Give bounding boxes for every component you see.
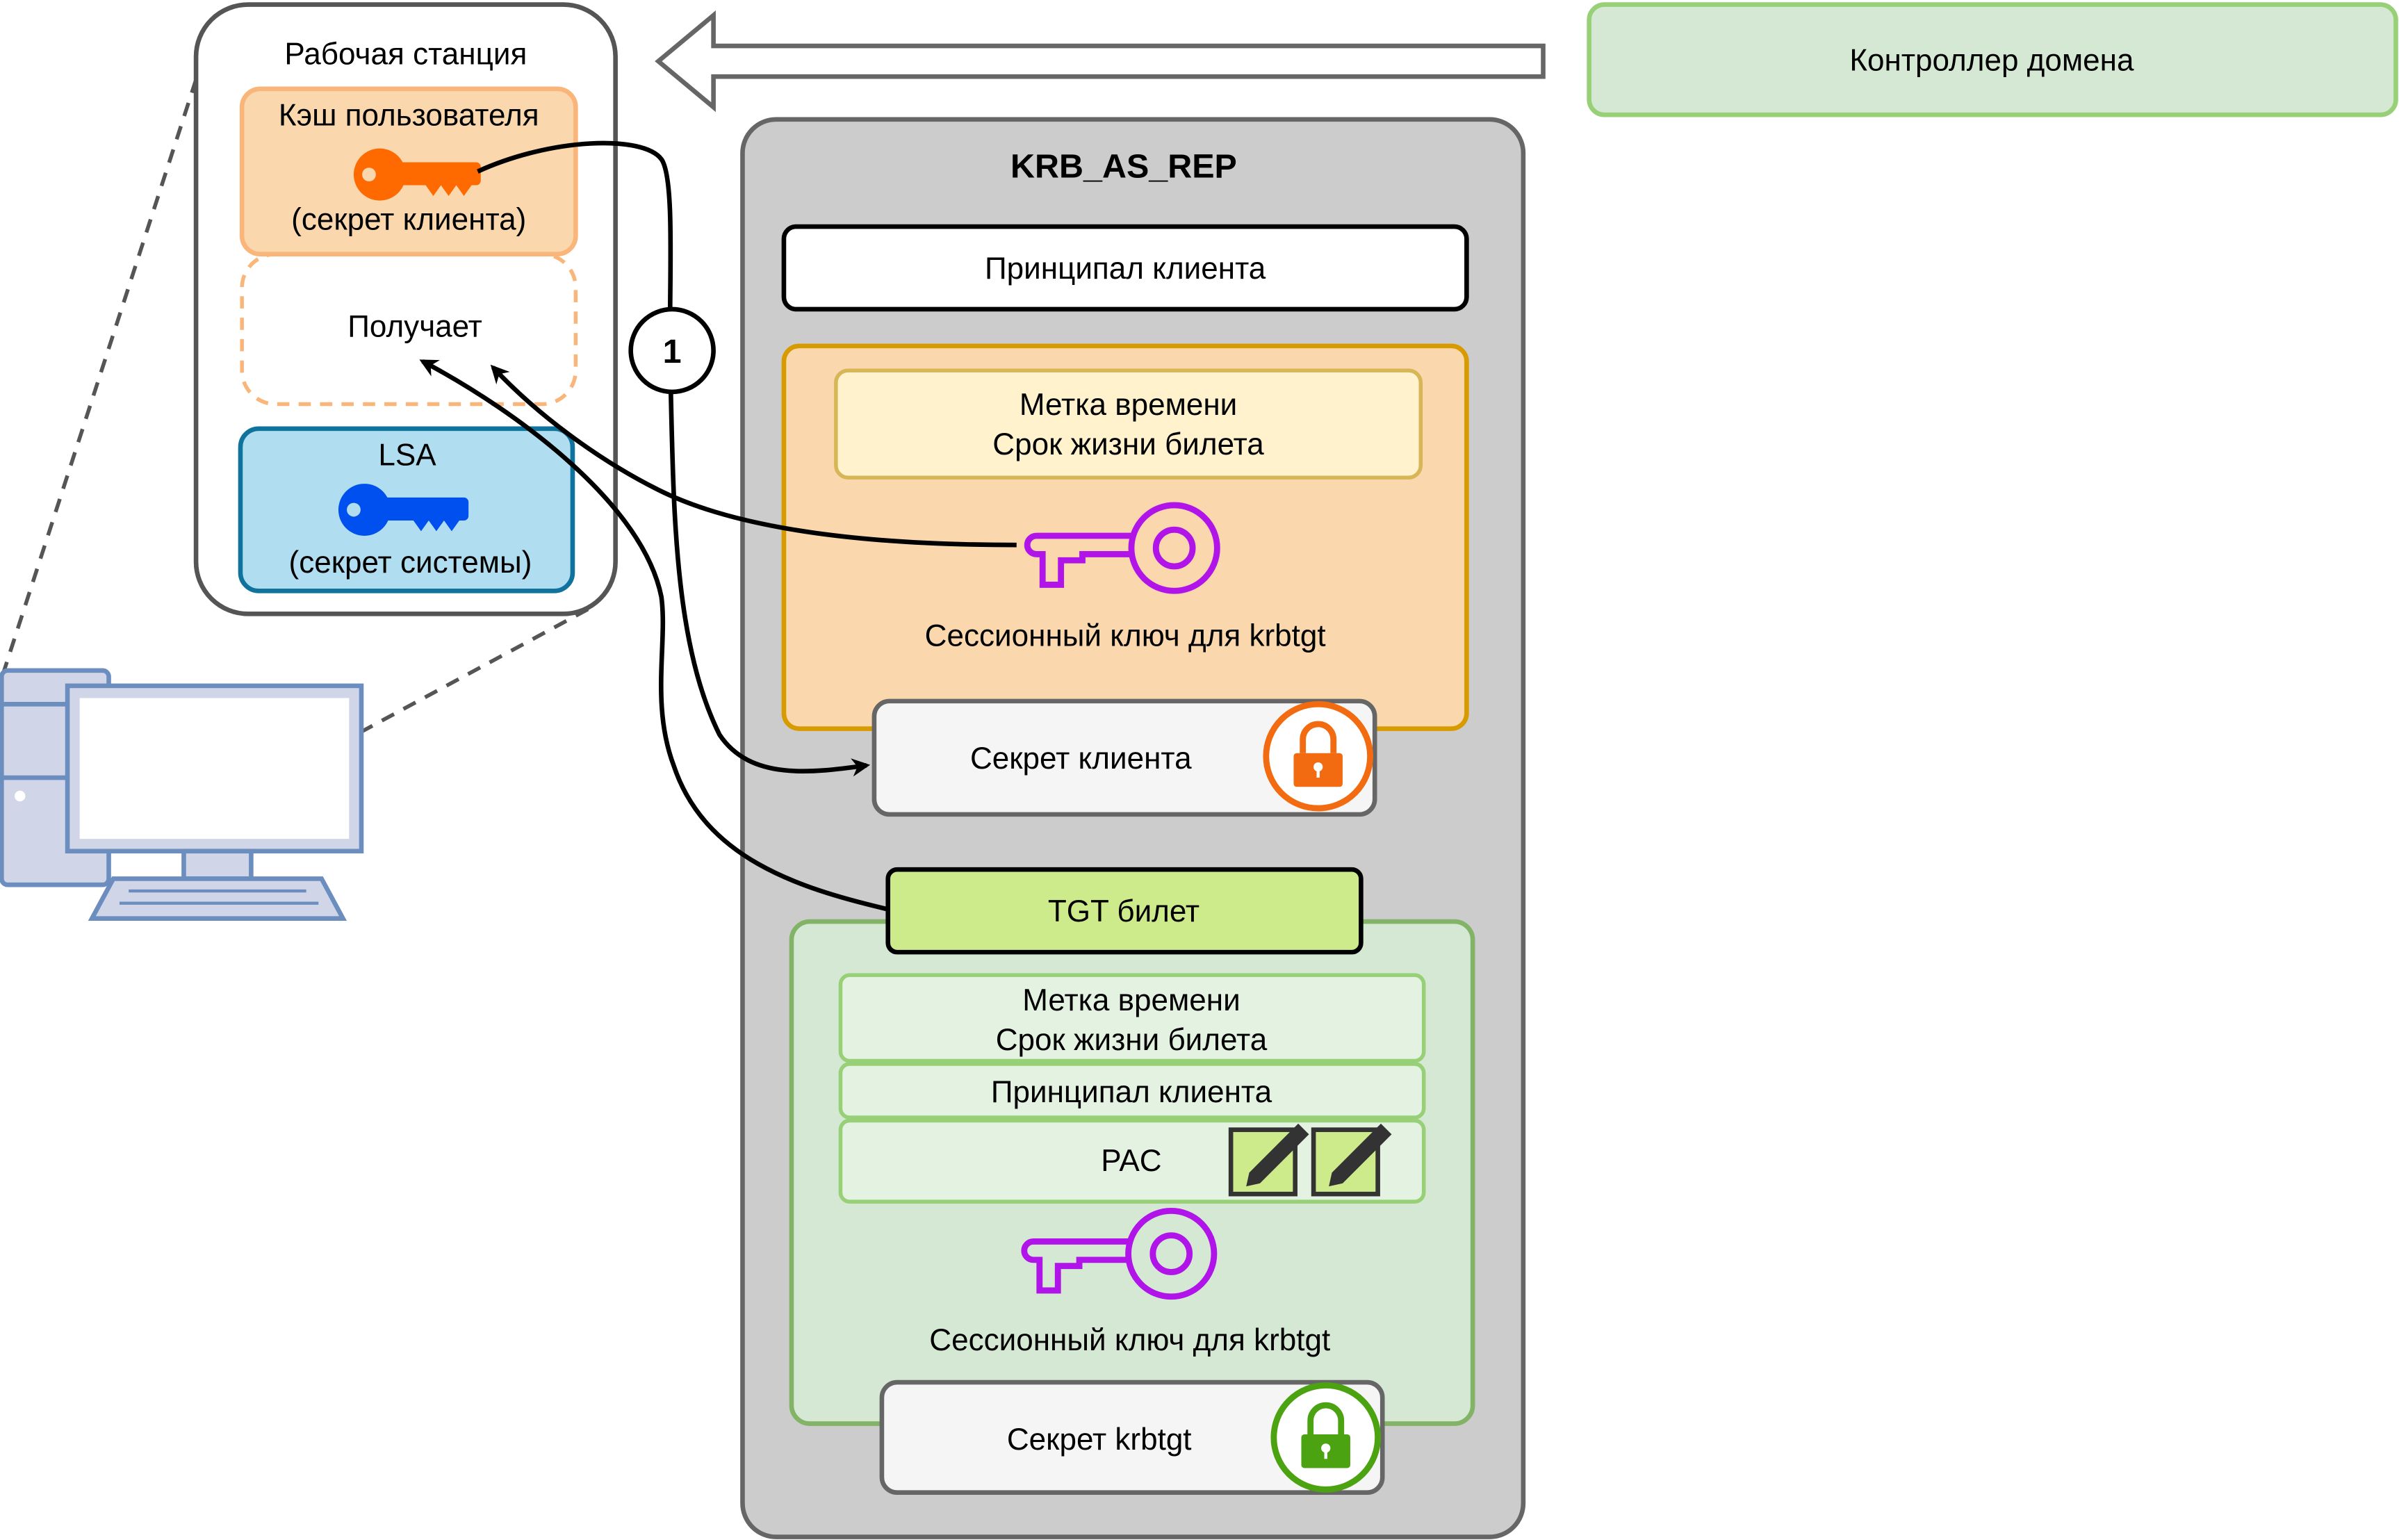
- client-secret-box: Секрет клиента: [871, 698, 1377, 817]
- pac-label: PAC: [1101, 1144, 1161, 1178]
- user-cache-caption: (секрет клиента): [291, 202, 526, 236]
- user-cache-box: Кэш пользователя (секрет клиента): [239, 86, 578, 256]
- computer-icon: [0, 668, 364, 921]
- receives-label: Получает: [347, 310, 482, 344]
- domain-controller-box: Контроллер домена: [1587, 2, 2398, 117]
- lock-icon: [1263, 701, 1374, 812]
- lsa-box: LSA (секрет системы): [238, 426, 575, 593]
- step-marker-label: 1: [663, 333, 682, 370]
- krbtgt-secret-label: Секрет krbtgt: [1007, 1423, 1192, 1457]
- lsa-caption: (секрет системы): [289, 546, 532, 580]
- tgt-title: TGT билет: [1048, 894, 1200, 928]
- workstation-panel: Рабочая станция Кэш пользователя (секрет…: [193, 2, 618, 616]
- connector-session-key-to-workstation: [490, 364, 1017, 548]
- signature-icon: [1228, 1123, 1309, 1197]
- krb-as-rep-title: KRB_AS_REP: [1010, 148, 1237, 186]
- lsa-title: LSA: [378, 439, 436, 473]
- key-icon: [338, 484, 469, 536]
- key-icon: [353, 148, 481, 201]
- tgt-ticket: Метка времени Срок жизни билета Принципа…: [789, 919, 1475, 1426]
- session-key-label: Сессионный ключ для krbtgt: [925, 619, 1326, 653]
- zoom-lines: [1, 79, 589, 734]
- client-secret-label: Секрет клиента: [970, 742, 1192, 776]
- workstation-title: Рабочая станция: [284, 38, 527, 72]
- timestamp-label: Метка времени: [1020, 388, 1237, 422]
- krbtgt-secret-box: Секрет krbtgt: [879, 1379, 1385, 1496]
- domain-controller-label: Контроллер домена: [1849, 43, 2134, 77]
- key-outline-icon: [1024, 502, 1220, 594]
- tgt-timestamp-label: Метка времени: [1022, 983, 1240, 1017]
- krb-as-rep-container: KRB_AS_REP Принципал клиента Метка време…: [740, 117, 1526, 1539]
- encrypted-part: Метка времени Срок жизни билета Сессионн…: [781, 343, 1469, 731]
- tgt-title-box: TGT билет: [885, 867, 1364, 955]
- lock-icon: [1270, 1382, 1382, 1493]
- ticket-lifetime-label: Срок жизни билета: [992, 427, 1264, 461]
- tgt-ticket-lifetime-label: Срок жизни билета: [996, 1023, 1268, 1057]
- receives-box: [240, 252, 578, 407]
- step-marker: 1: [628, 306, 716, 395]
- signature-icon: [1311, 1123, 1392, 1197]
- tgt-client-principal: Принципал клиента: [991, 1075, 1272, 1109]
- user-cache-title: Кэш пользователя: [279, 99, 539, 133]
- client-principal: Принципал клиента: [985, 252, 1266, 286]
- tgt-session-key-label: Сессионный ключ для krbtgt: [929, 1323, 1330, 1357]
- incoming-arrow: [655, 10, 1546, 113]
- key-outline-icon: [1021, 1207, 1218, 1300]
- connector-tgt-to-workstation: [419, 359, 889, 912]
